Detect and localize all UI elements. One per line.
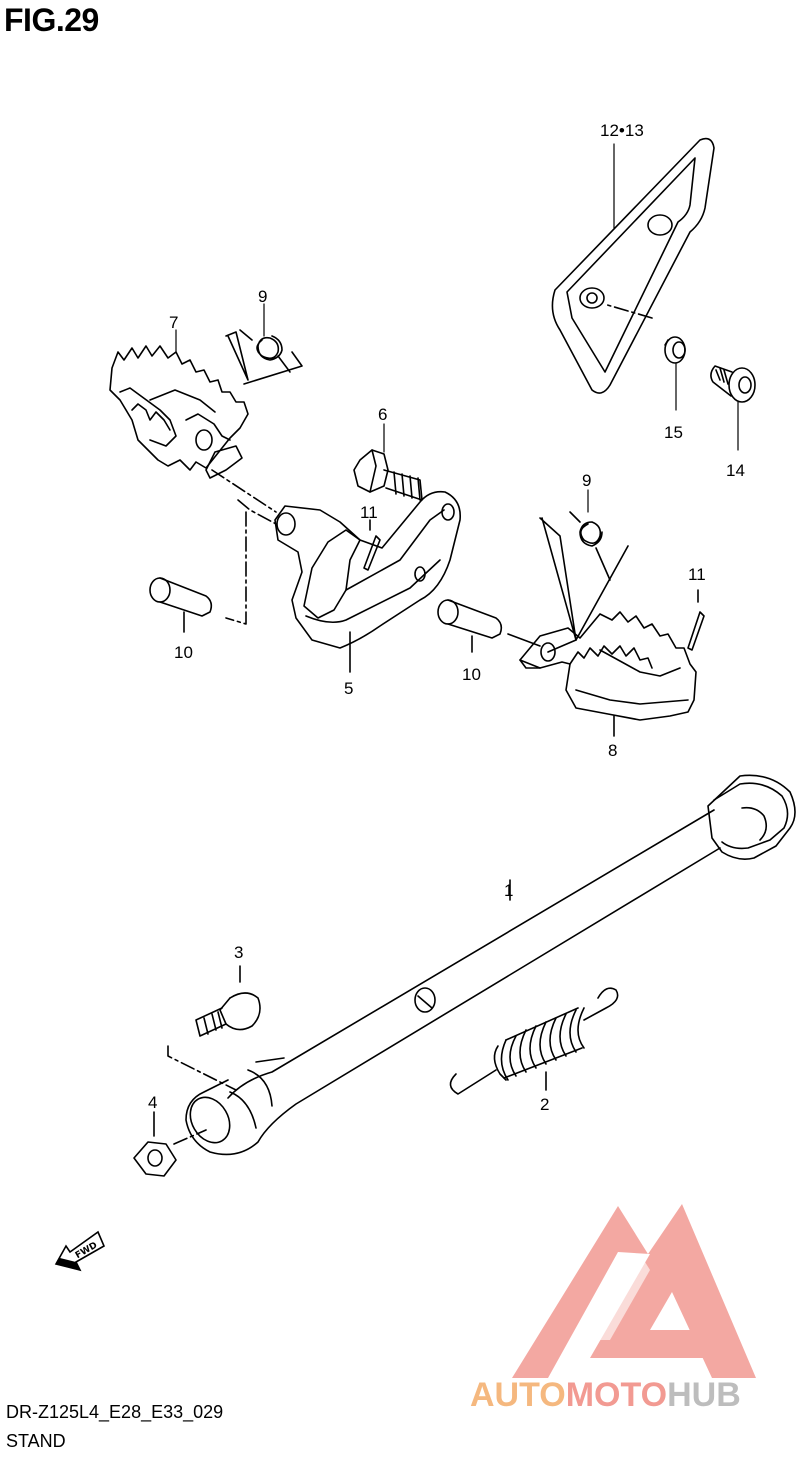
callout-14: 14 bbox=[726, 461, 745, 480]
callout-7: 7 bbox=[169, 313, 178, 332]
callout-10-left: 10 bbox=[174, 643, 193, 662]
callout-4: 4 bbox=[148, 1093, 157, 1112]
watermark-text: AUTOMOTOHUB bbox=[470, 1376, 741, 1414]
callout-10-right: 10 bbox=[462, 665, 481, 684]
footrest-bracket bbox=[274, 490, 462, 673]
right-cotter-pin bbox=[687, 589, 705, 651]
right-footrest bbox=[507, 611, 697, 737]
frame-cover-plate bbox=[551, 137, 715, 394]
section-name: STAND bbox=[6, 1431, 66, 1451]
cover-bolt bbox=[710, 365, 756, 403]
callout-3: 3 bbox=[234, 943, 243, 962]
callout-12-13: 12•13 bbox=[600, 121, 644, 140]
left-spring bbox=[225, 329, 303, 385]
callout-9-left: 9 bbox=[258, 287, 267, 306]
side-stand bbox=[185, 774, 796, 1156]
stand-spring bbox=[449, 987, 619, 1095]
watermark-logo bbox=[512, 1204, 756, 1378]
diagram-code: DR-Z125L4_E28_E33_029 bbox=[6, 1402, 224, 1422]
callout-5: 5 bbox=[344, 679, 353, 698]
watermark-text-part3: HUB bbox=[667, 1376, 741, 1414]
callout-1: 1 bbox=[504, 881, 513, 900]
watermark-text-part1: AUTO bbox=[470, 1376, 566, 1414]
callout-11-left: 11 bbox=[360, 503, 378, 522]
figure-title: FIG.29 bbox=[4, 2, 99, 38]
left-footrest bbox=[109, 345, 249, 479]
left-pin bbox=[149, 577, 213, 633]
callout-leader-lines bbox=[175, 143, 739, 513]
callout-11-right: 11 bbox=[688, 565, 706, 584]
callout-6: 6 bbox=[378, 405, 387, 424]
left-cotter-pin bbox=[363, 519, 381, 571]
assembly-leader-lines bbox=[211, 303, 653, 625]
stand-nut bbox=[133, 1111, 177, 1177]
right-spring bbox=[539, 511, 629, 641]
stand-bolt bbox=[195, 965, 261, 1037]
collar-part bbox=[664, 336, 686, 364]
callout-8: 8 bbox=[608, 741, 617, 760]
stand-leader-lines bbox=[167, 1045, 237, 1145]
callout-9-right: 9 bbox=[582, 471, 591, 490]
callout-2: 2 bbox=[540, 1095, 549, 1114]
watermark-text-part2: MOTO bbox=[566, 1376, 667, 1414]
callout-15: 15 bbox=[664, 423, 683, 442]
forward-arrow-icon: FWD bbox=[54, 1230, 106, 1272]
right-pin bbox=[437, 599, 503, 653]
bracket-bolt bbox=[353, 449, 423, 501]
